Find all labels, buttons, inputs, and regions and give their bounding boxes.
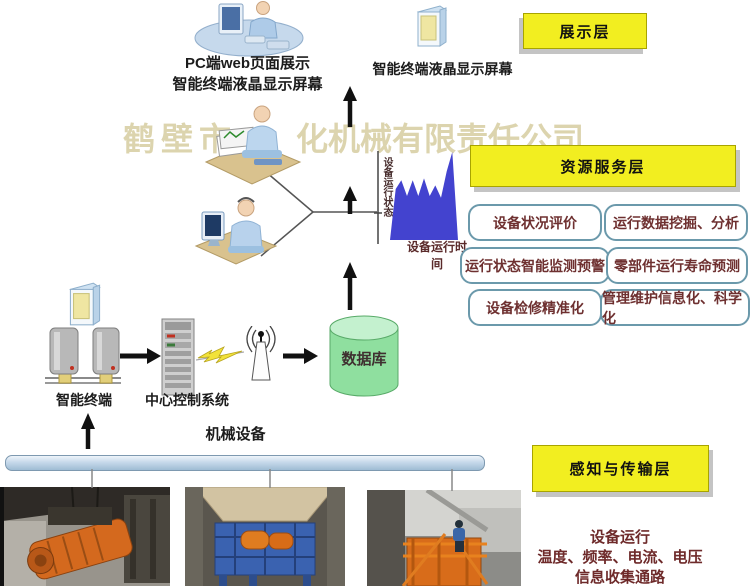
worker-figure — [453, 520, 465, 552]
service-box-4: 零部件运行寿命预测 — [606, 247, 748, 284]
chart-x-label: 设备运行时间 — [406, 240, 467, 271]
resource-layer-box: 资源服务层 — [470, 145, 736, 187]
chart-area — [390, 152, 458, 240]
resource-layer-label: 资源服务层 — [560, 158, 646, 176]
photo-mill-worker — [367, 490, 521, 586]
control-server-icon — [161, 318, 195, 396]
chart-y-label: 设备运行状态 — [381, 157, 392, 217]
photo-edge-strip — [0, 487, 4, 586]
smart-terminal-icon-left — [69, 282, 101, 326]
service-box-6: 管理维护信息化、科学化 — [600, 289, 750, 326]
arrow-up-to-persons — [343, 186, 357, 214]
person-computer-icon — [194, 197, 278, 265]
pc-workstation-icon — [194, 1, 304, 57]
antenna-icon — [246, 326, 276, 381]
sensing-caption-line1: 设备运行 — [589, 529, 650, 546]
sensing-caption-line3: 信息收集通路 — [574, 569, 665, 586]
watermark-left: 鹤壁市 — [123, 121, 238, 157]
lightning-icon — [196, 346, 244, 364]
arrow-up-from-pipe — [81, 413, 95, 449]
sensing-caption-line2: 温度、频率、电流、电压 — [537, 549, 703, 566]
display-layer-box: 展示层 — [523, 13, 647, 49]
arrow-right-antenna-to-database — [283, 348, 318, 364]
database-cylinder-icon — [329, 315, 399, 397]
service-label-4: 零部件运行寿命预测 — [614, 257, 740, 274]
photo-vibrating-screen — [185, 487, 345, 586]
control-label: 中心控制系统 — [145, 392, 229, 408]
service-box-2: 运行数据挖掘、分析 — [604, 204, 748, 241]
service-label-6: 管理维护信息化、科学化 — [602, 289, 742, 326]
pc-caption-line1: PC端web页面展示 — [184, 55, 310, 72]
service-box-5: 设备检修精准化 — [468, 289, 602, 326]
service-label-5: 设备检修精准化 — [486, 299, 584, 316]
terminal-caption: 智能终端液晶显示屏幕 — [372, 61, 513, 77]
sensing-layer-label: 感知与传输层 — [569, 461, 672, 478]
machinery-bus-pipe — [5, 455, 485, 471]
database-label: 数据库 — [341, 351, 387, 368]
arrow-right-terminal-to-control — [120, 348, 161, 364]
photo-crusher-machine — [2, 487, 170, 586]
machinery-label: 机械设备 — [205, 426, 266, 443]
display-layer-label: 展示层 — [559, 23, 611, 41]
chart-y-axis — [374, 151, 382, 244]
terminal-towers-icon — [45, 327, 121, 384]
service-box-1: 设备状况评价 — [468, 204, 602, 241]
pc-caption-line2: 智能终端液晶显示屏幕 — [172, 76, 323, 93]
smart-terminal-icon-top — [416, 5, 448, 47]
terminal-label: 智能终端 — [56, 392, 112, 408]
service-label-2: 运行数据挖掘、分析 — [613, 214, 739, 231]
arrow-up-from-database — [343, 262, 357, 310]
service-label-3: 运行状态智能监测预警 — [465, 257, 605, 274]
crusher-body — [27, 518, 133, 580]
sensing-layer-box: 感知与传输层 — [532, 445, 709, 492]
chart-area-shape — [390, 152, 458, 240]
service-label-1: 设备状况评价 — [493, 214, 577, 231]
service-box-3: 运行状态智能监测预警 — [460, 247, 610, 284]
person-desk-icon — [204, 105, 302, 185]
